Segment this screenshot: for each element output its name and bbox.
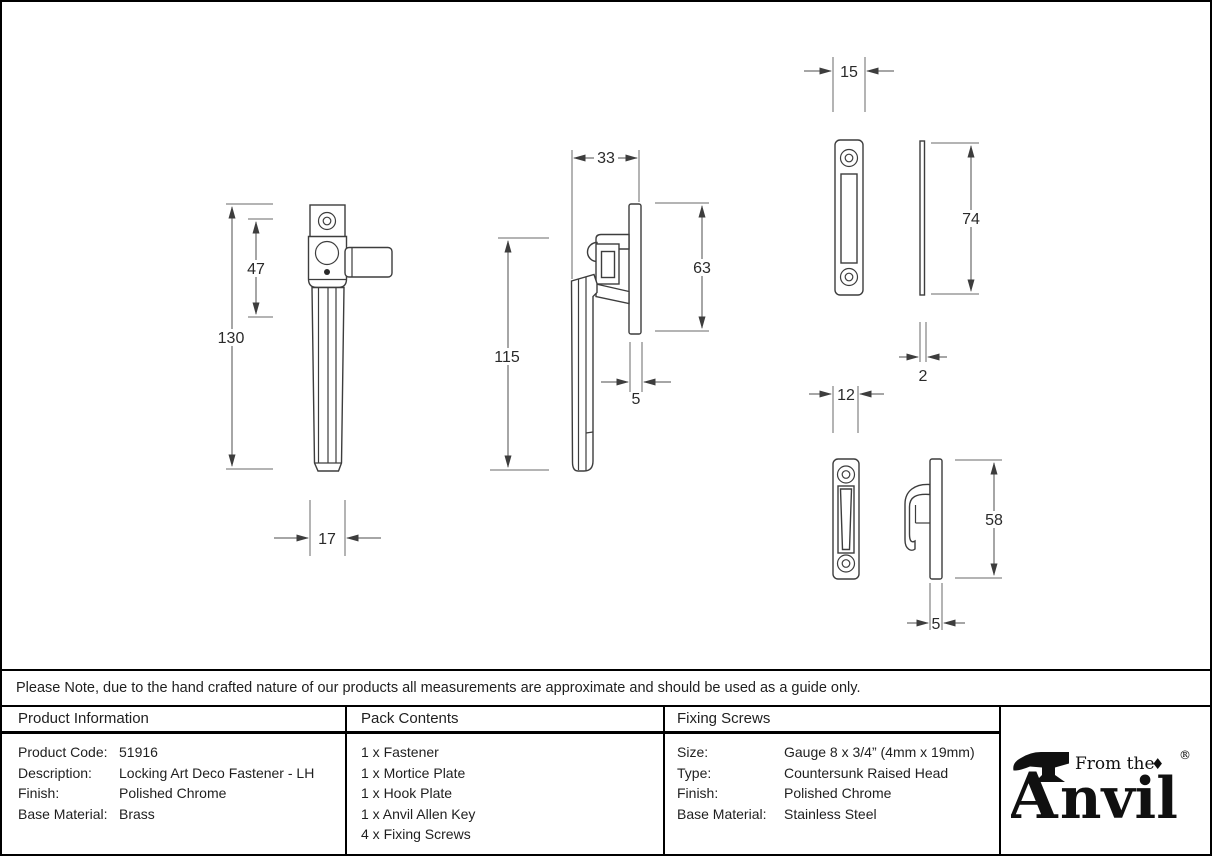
row-label: Finish: xyxy=(677,785,719,801)
row-value: Gauge 8 x 3/4” (4mm x 19mm) xyxy=(784,744,975,760)
dim-mortice-thickness: 2 xyxy=(919,368,928,385)
table-row: Description: Locking Art Deco Fastener -… xyxy=(18,763,338,784)
list-item: 4 x Fixing Screws xyxy=(361,824,651,845)
diamond-icon: ♦ xyxy=(1151,755,1164,773)
list-item: 1 x Mortice Plate xyxy=(361,763,651,784)
row-label: Product Code: xyxy=(18,744,108,760)
pack-item: 1 x Hook Plate xyxy=(361,785,453,801)
anvil-logo: A nvil From the ♦ ® xyxy=(1001,707,1208,855)
row-label: Size: xyxy=(677,744,709,760)
row-label: Base Material: xyxy=(677,805,767,822)
dim-front-width: 17 xyxy=(318,531,336,548)
row-value: Polished Chrome xyxy=(119,785,227,801)
registered-trademark-icon: ® xyxy=(1179,748,1191,762)
row-value: 51916 xyxy=(119,744,158,760)
logo-tagline: From the xyxy=(1075,754,1155,774)
mortice-plate-drawing: 15 74 2 xyxy=(804,57,980,385)
row-value: Polished Chrome xyxy=(784,785,892,801)
row-value: Stainless Steel xyxy=(784,805,877,822)
table-column-divider xyxy=(999,707,1001,855)
pack-contents-rows: 1 x Fastener 1 x Mortice Plate 1 x Hook … xyxy=(361,742,651,845)
row-value: Countersunk Raised Head xyxy=(784,764,949,781)
dim-hook-thickness: 5 xyxy=(932,616,941,633)
row-label: Base Material: xyxy=(18,805,108,822)
table-row: Product Code: 51916 xyxy=(18,742,338,763)
table-header-divider xyxy=(0,731,1001,734)
dim-side-height: 115 xyxy=(494,349,520,366)
side-view-drawing: 33 115 63 5 xyxy=(490,150,711,472)
anvil-icon xyxy=(1012,752,1069,782)
dim-hook-height: 58 xyxy=(985,512,1003,529)
list-item: 1 x Fastener xyxy=(361,742,651,763)
dim-head-height: 47 xyxy=(247,261,265,278)
hook-plate-drawing: 12 58 5 xyxy=(809,386,1003,633)
dim-hook-width: 12 xyxy=(837,387,855,404)
list-item: 1 x Anvil Allen Key xyxy=(361,804,651,825)
table-column-divider xyxy=(663,707,665,855)
pack-contents-header: Pack Contents xyxy=(361,710,459,727)
drawing-area-divider xyxy=(0,669,1212,671)
table-row: Finish: Polished Chrome xyxy=(677,783,995,804)
table-row: Base Material: Stainless Steel xyxy=(677,804,995,825)
table-row: Size: Gauge 8 x 3/4” (4mm x 19mm) xyxy=(677,742,995,763)
table-row: Base Material: Brass xyxy=(18,804,338,825)
pack-item: 1 x Mortice Plate xyxy=(361,764,466,781)
row-label: Finish: xyxy=(18,785,60,801)
pack-item: 1 x Anvil Allen Key xyxy=(361,805,476,822)
dim-plate-height: 63 xyxy=(693,260,711,277)
table-column-divider xyxy=(345,707,347,855)
row-value: Brass xyxy=(119,805,155,822)
dim-depth: 33 xyxy=(597,150,615,167)
table-row: Finish: Polished Chrome xyxy=(18,783,338,804)
technical-drawing: 130 47 17 xyxy=(218,57,1003,633)
logo-brand-text: nvil xyxy=(1060,765,1178,821)
row-label: Type: xyxy=(677,764,712,781)
dim-overall-height: 130 xyxy=(218,330,245,347)
front-view-drawing: 130 47 17 xyxy=(218,203,393,556)
dim-plate-thickness: 5 xyxy=(632,391,641,408)
table-row: Type: Countersunk Raised Head xyxy=(677,763,995,784)
pack-item: 4 x Fixing Screws xyxy=(361,826,471,842)
product-information-rows: Product Code: 51916 Description: Locking… xyxy=(18,742,338,824)
list-item: 1 x Hook Plate xyxy=(361,783,651,804)
row-label: Description: xyxy=(18,764,92,781)
fixing-screws-header: Fixing Screws xyxy=(677,710,771,727)
dim-mortice-width: 15 xyxy=(840,64,858,81)
fixing-screws-rows: Size: Gauge 8 x 3/4” (4mm x 19mm) Type: … xyxy=(677,742,995,824)
pack-item: 1 x Fastener xyxy=(361,744,439,760)
dim-mortice-height: 74 xyxy=(962,211,980,228)
row-value: Locking Art Deco Fastener - LH xyxy=(119,764,315,781)
product-information-header: Product Information xyxy=(18,710,149,727)
measurement-note: Please Note, due to the hand crafted nat… xyxy=(16,680,861,696)
note-table-divider xyxy=(0,705,1212,707)
